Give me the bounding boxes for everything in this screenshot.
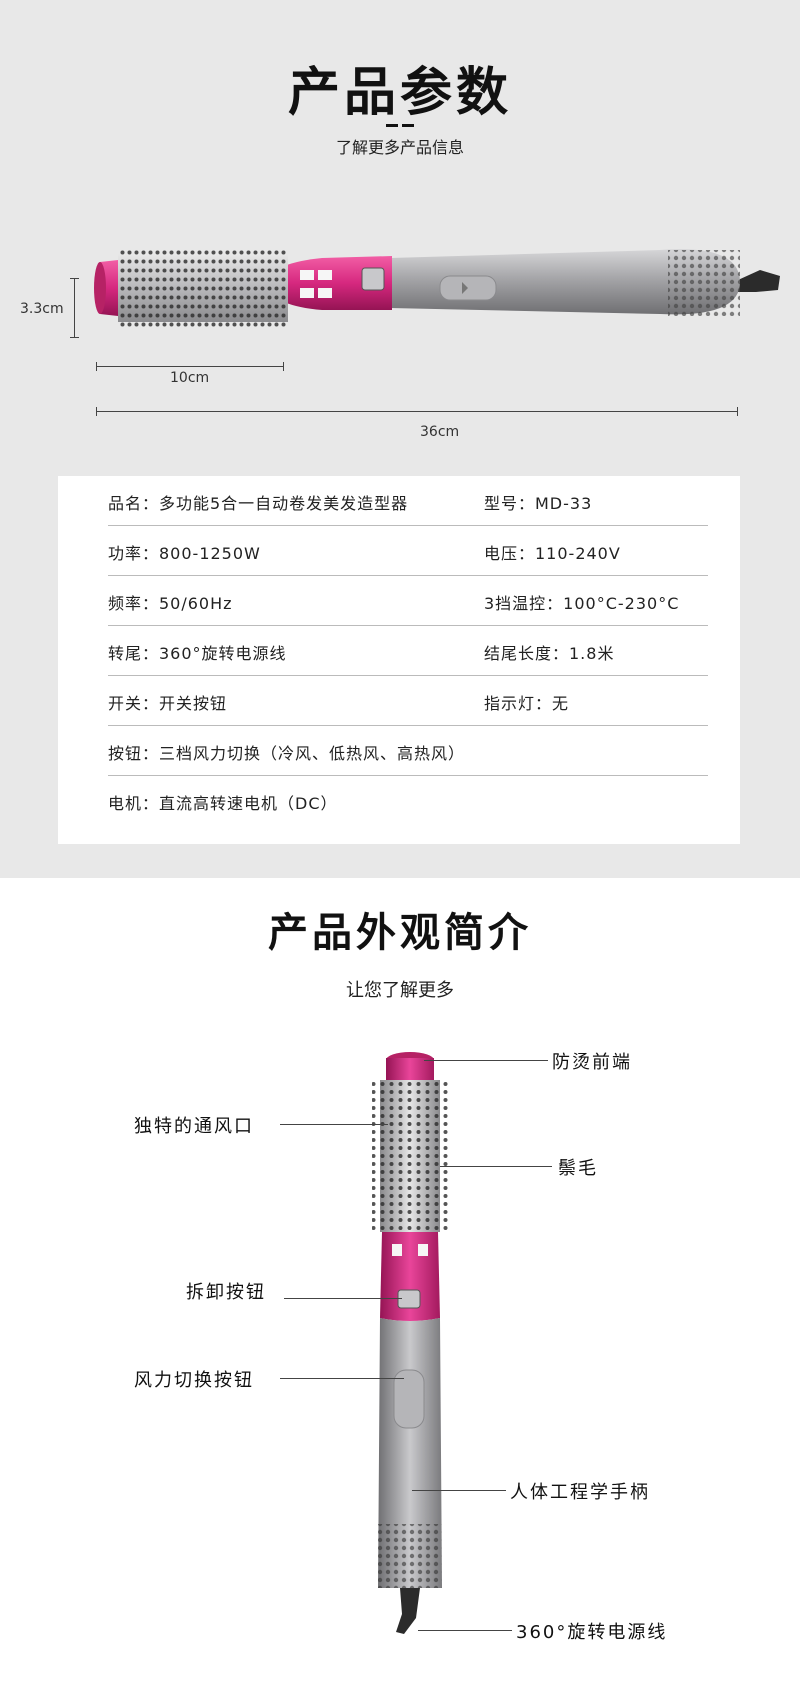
specs-section: 产品参数 了解更多产品信息 (0, 0, 800, 878)
spec-table: 品名：多功能5合一自动卷发美发造型器 型号：MD-33 功率：800-1250W… (58, 476, 740, 844)
spec-row: 开关：开关按钮 指示灯：无 (108, 676, 708, 726)
label-cord: 360°旋转电源线 (516, 1622, 668, 1643)
total-dim-cap-right (737, 407, 738, 416)
label-release: 拆卸按钮 (186, 1282, 266, 1303)
label-tip: 防烫前端 (552, 1052, 632, 1073)
label-vent: 独特的通风口 (134, 1116, 254, 1137)
specs-subtitle: 了解更多产品信息 (335, 138, 464, 157)
total-dim-cap-left (96, 407, 97, 416)
label-handle: 人体工程学手柄 (510, 1482, 650, 1503)
appearance-subtitle: 让您了解更多 (346, 980, 454, 1001)
label-wind: 风力切换按钮 (134, 1370, 254, 1391)
row-divider (108, 675, 708, 676)
spec-row: 功率：800-1250W 电压：110-240V (108, 526, 708, 576)
row-divider (108, 575, 708, 576)
total-dim-label: 36cm (420, 424, 460, 440)
row-divider (108, 775, 708, 776)
title-dash-left (386, 124, 398, 127)
barrel-dim-line (96, 366, 284, 367)
spec-row: 按钮：三档风力切换（冷风、低热风、高热风） (108, 726, 708, 776)
spec-cell-left: 品名：多功能5合一自动卷发美发造型器 (108, 494, 409, 513)
spec-cell-right: 3挡温控：100°C-230°C (484, 594, 680, 613)
appearance-section: 产品外观简介 让您了解更多 (0, 878, 800, 1681)
spec-cell-left: 转尾：360°旋转电源线 (108, 644, 287, 663)
barrel-dim-label: 10cm (170, 370, 210, 386)
spec-row: 频率：50/60Hz 3挡温控：100°C-230°C (108, 576, 708, 626)
leader-handle (412, 1490, 506, 1491)
appearance-title: 产品外观简介 (268, 910, 532, 956)
spec-cell-right: 型号：MD-33 (484, 494, 593, 513)
height-dim-label: 3.3cm (20, 301, 64, 317)
leader-release (284, 1298, 402, 1299)
spec-cell-left: 按钮：三档风力切换（冷风、低热风、高热风） (108, 744, 466, 763)
height-dim-cap-bottom (70, 337, 79, 338)
barrel-dim-cap-right (283, 362, 284, 371)
total-dim-line (96, 411, 738, 412)
spec-cell-left: 频率：50/60Hz (108, 594, 233, 613)
title-dash-right (402, 124, 414, 127)
height-dim-cap-top (70, 278, 79, 279)
spec-row: 转尾：360°旋转电源线 结尾长度：1.8米 (108, 626, 708, 676)
row-divider (108, 625, 708, 626)
spec-cell-left: 功率：800-1250W (108, 544, 261, 563)
spec-cell-right: 指示灯：无 (484, 694, 570, 713)
spec-row: 品名：多功能5合一自动卷发美发造型器 型号：MD-33 (108, 476, 708, 526)
spec-cell-right: 电压：110-240V (484, 544, 621, 563)
spec-cell-left: 开关：开关按钮 (108, 694, 228, 713)
leader-bristles (440, 1166, 552, 1167)
spec-cell-right: 结尾长度：1.8米 (484, 644, 615, 663)
barrel-dim-cap-left (96, 362, 97, 371)
product-vertical-image (372, 1052, 448, 1634)
leader-wind (280, 1378, 404, 1379)
label-bristles: 鬃毛 (558, 1158, 598, 1179)
spec-row: 电机：直流高转速电机（DC） (108, 776, 708, 826)
leader-vent (280, 1124, 388, 1125)
height-dim-line (74, 278, 75, 338)
specs-title: 产品参数 (287, 63, 512, 123)
row-divider (108, 525, 708, 526)
row-divider (108, 725, 708, 726)
spec-cell-left: 电机：直流高转速电机（DC） (108, 794, 338, 813)
product-horizontal-image (94, 248, 780, 328)
leader-cord (418, 1630, 512, 1631)
leader-tip (424, 1060, 548, 1061)
